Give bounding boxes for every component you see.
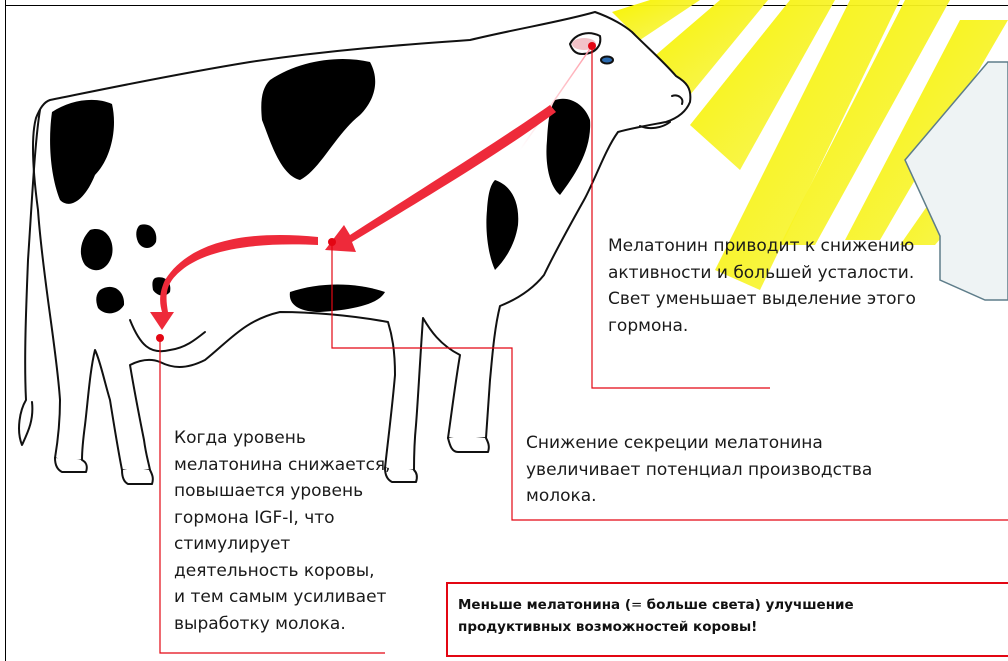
- callout-dot: [588, 42, 596, 50]
- conclusion-part-1: Меньше мелатонина (: [458, 597, 631, 613]
- conclusion-text: Меньше мелатонина (= больше света) улучш…: [458, 594, 854, 638]
- conclusion-box: Меньше мелатонина (= больше света) улучш…: [446, 582, 1008, 657]
- conclusion-part-2: =: [631, 597, 647, 613]
- callout-dot: [328, 238, 336, 246]
- caption-igf-hormone: Когда уровень мелатонина снижается, повы…: [174, 425, 444, 637]
- cow-eye: [601, 57, 613, 64]
- caption-milk-potential: Снижение секреции мелатонина увеличивает…: [526, 430, 946, 510]
- caption-melatonin-activity: Мелатонин приводит к снижению активности…: [608, 233, 1003, 339]
- cow-hoof: [448, 438, 489, 452]
- cow-hoof: [55, 458, 87, 472]
- callout-dot: [156, 334, 164, 342]
- cow-hoof: [122, 470, 153, 484]
